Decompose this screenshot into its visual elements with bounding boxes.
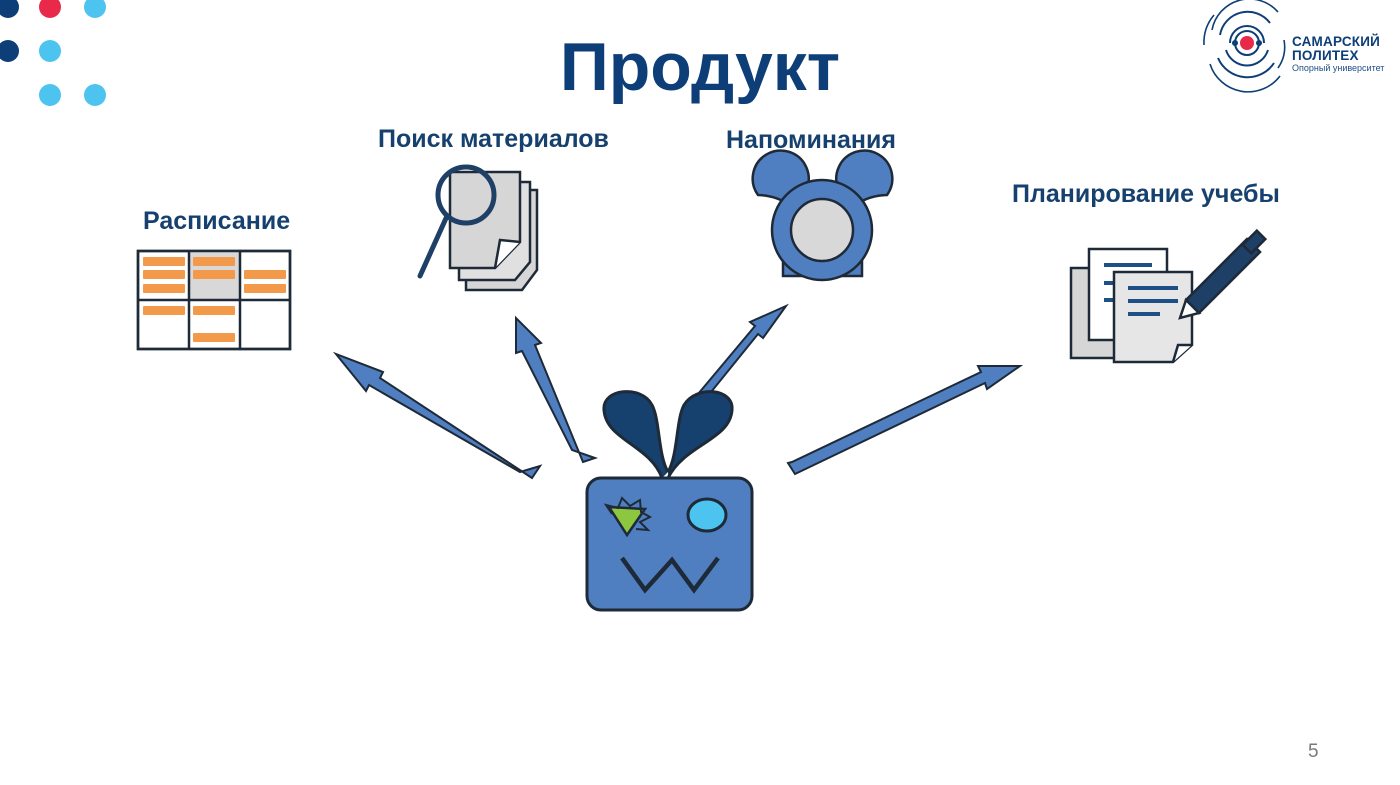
arrow-to-planning [786, 365, 1024, 476]
decor-dots [0, 0, 106, 106]
slide-title: Продукт [559, 29, 841, 105]
logo-line-2: ПОЛИТЕХ [1292, 47, 1359, 63]
page-number: 5 [1308, 741, 1319, 762]
robot-icon [585, 390, 754, 612]
arrow-to-search [515, 315, 599, 464]
arrow-to-schedule [332, 351, 543, 480]
documents-pen-icon [1069, 228, 1268, 364]
feature-label-search: Поиск материалов [378, 125, 609, 153]
university-logo-icon [1203, 0, 1286, 93]
document-search-icon [417, 164, 539, 292]
logo-line-1: САМАРСКИЙ [1292, 34, 1381, 49]
university-logo-text: САМАРСКИЙ ПОЛИТЕХ Опорный университет [1292, 35, 1384, 73]
schedule-table-icon [136, 249, 292, 351]
feature-label-reminders: Напоминания [726, 126, 896, 154]
feature-label-planning: Планирование учебы [1012, 180, 1280, 208]
logo-line-3: Опорный университет [1292, 63, 1385, 73]
arrows [332, 303, 1024, 480]
feature-label-schedule: Расписание [143, 207, 291, 235]
alarm-clock-icon [751, 149, 894, 282]
